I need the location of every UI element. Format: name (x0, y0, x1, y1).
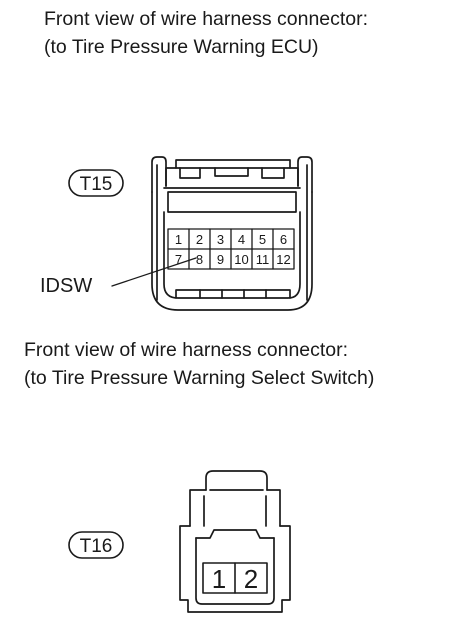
idsw-label: IDSW (40, 275, 92, 297)
switch-connector-caption: Front view of wire harness connector: (t… (24, 336, 374, 392)
pin-label: 6 (280, 232, 287, 247)
switch-caption-line1: Front view of wire harness connector: (24, 339, 349, 361)
ecu-connector-housing (151, 156, 313, 311)
pin-label: 9 (217, 252, 224, 267)
pin-label: 11 (256, 252, 270, 267)
switch-caption-line2: (to Tire Pressure Warning Select Switch) (24, 367, 375, 389)
pin-label: 5 (259, 232, 266, 247)
ecu-caption-line1: Front view of wire harness connector: (44, 8, 369, 30)
pin-label: 2 (196, 232, 203, 247)
ecu-pin-grid: 1 2 3 4 5 6 7 8 9 10 11 12 (167, 228, 295, 270)
ecu-connector-id-label: T15 (68, 169, 124, 197)
switch-pin-grid: 1 2 (202, 562, 268, 594)
idsw-leader-line (111, 257, 197, 287)
pin-label: 1 (212, 564, 226, 594)
pin-label: 1 (175, 232, 182, 247)
pin-label: 8 (196, 252, 203, 267)
ecu-connector: T15 (40, 156, 313, 311)
pin-label: 10 (234, 252, 248, 267)
switch-connector-housing (179, 470, 291, 613)
pin-label: 2 (244, 564, 258, 594)
switch-connector-id-label: T16 (68, 531, 124, 559)
pin-label: 4 (238, 232, 245, 247)
switch-connector-id: T16 (80, 536, 113, 557)
pin-label: 3 (217, 232, 224, 247)
idsw-callout: IDSW (40, 257, 197, 297)
ecu-caption-line2: (to Tire Pressure Warning ECU) (44, 36, 319, 58)
ecu-connector-id: T15 (80, 174, 113, 195)
pin-label: 7 (175, 252, 182, 267)
ecu-connector-caption: Front view of wire harness connector: (t… (44, 5, 368, 61)
pin-label: 12 (276, 252, 290, 267)
switch-connector: T16 1 2 (68, 470, 291, 613)
